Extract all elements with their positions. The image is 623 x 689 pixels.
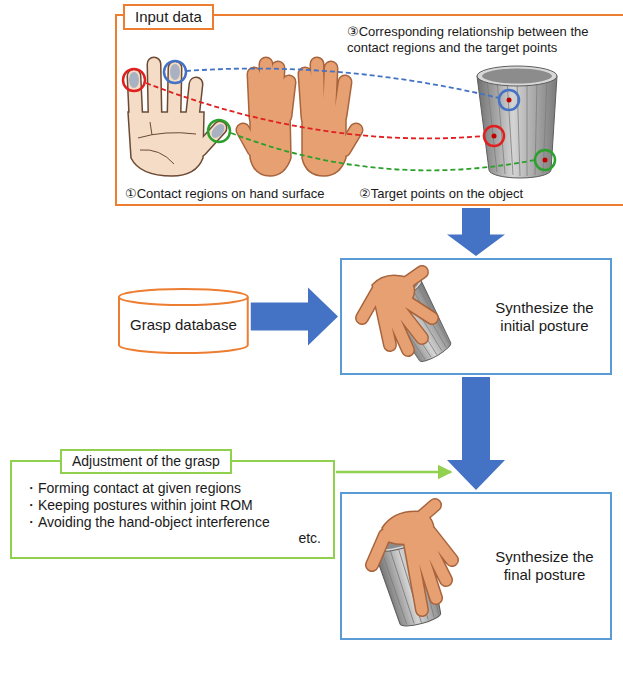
node-label: Synthesize the initial posture <box>482 299 607 335</box>
bullet-item: ・Avoiding the hand-object interference <box>24 514 321 531</box>
block-arrow <box>447 208 505 256</box>
finger <box>134 64 220 150</box>
input-panel: Input data③Corresponding relationship be… <box>115 14 623 206</box>
marker-circle <box>123 69 145 91</box>
finger <box>362 272 432 350</box>
bullet-item: ・Keeping postures within joint ROM <box>24 497 321 514</box>
adjustment-box: Adjustment of the grasp・Forming contact … <box>10 460 335 559</box>
target-point <box>543 158 548 163</box>
process-box: Synthesize the final posture <box>340 492 612 640</box>
target-point <box>492 134 497 139</box>
node-label: Synthesize the final posture <box>482 548 607 584</box>
finger <box>243 64 289 150</box>
finger <box>372 505 452 610</box>
block-arrow <box>251 288 338 346</box>
annotation: ①Contact regions on hand surface <box>125 186 325 202</box>
finger-outline <box>372 505 452 610</box>
cylinder-top <box>119 289 248 305</box>
panel-heading: Adjustment of the grasp <box>60 449 232 474</box>
finger <box>305 64 356 150</box>
contact-region <box>129 72 139 88</box>
annotation: ②Target points on the object <box>359 186 523 202</box>
annotation: ③Corresponding relationship between the … <box>347 24 591 55</box>
cup-rim <box>477 66 557 86</box>
bullet-item: ・Forming contact at given regions <box>24 480 321 497</box>
node-label: Grasp database <box>130 316 237 334</box>
contact-region <box>170 64 180 80</box>
adjustment-pointer <box>336 471 451 474</box>
database-cylinder: Grasp database <box>118 288 249 354</box>
marker-circle <box>208 120 230 142</box>
cup-ribs <box>487 80 547 176</box>
marker-circle <box>164 61 186 83</box>
marker-circle <box>535 150 555 170</box>
cup-opening <box>482 69 552 84</box>
correspondence-line <box>231 133 535 170</box>
panel-heading: Input data <box>123 4 214 30</box>
correspondence-line <box>146 83 484 138</box>
target-point <box>507 98 512 103</box>
correspondence-line <box>186 69 499 98</box>
note: etc. <box>24 530 321 547</box>
palm-line <box>138 122 196 164</box>
finger-outline <box>362 272 432 350</box>
marker-circle <box>499 90 519 110</box>
marker-circle <box>484 126 504 146</box>
block-arrow <box>447 377 505 490</box>
process-box: Synthesize the initial posture <box>340 258 612 375</box>
